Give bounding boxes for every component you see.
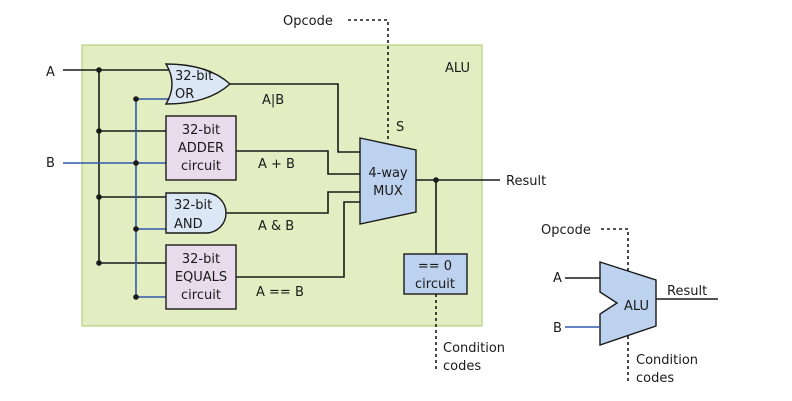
equals-line2: EQUALS <box>175 270 227 285</box>
adder-output-label: A + B <box>258 157 295 172</box>
adder-line2: ADDER <box>178 141 224 156</box>
or-gate-line2: OR <box>175 87 194 102</box>
alu-result-label: Result <box>667 284 707 299</box>
or-gate-line1: 32-bit <box>175 69 213 84</box>
condition-codes-line1: Condition <box>443 341 505 356</box>
condition-codes-line2: codes <box>443 359 481 374</box>
a-input-wire <box>63 69 174 264</box>
and-gate <box>165 192 227 234</box>
b-input-wire <box>63 98 170 298</box>
result-label: Result <box>506 174 546 189</box>
mux-line2: MUX <box>373 184 403 199</box>
mux <box>359 137 417 225</box>
b-junction-dots <box>133 96 139 300</box>
alu-panel-label: ALU <box>445 61 470 76</box>
equals-output-label: A == B <box>256 285 304 300</box>
or-gate <box>164 63 232 105</box>
alu-opcode-dashed-line <box>601 228 629 272</box>
and-output-wire <box>226 191 366 214</box>
adder-line3: circuit <box>181 159 221 174</box>
alu-symbol <box>599 261 657 346</box>
and-gate-line2: AND <box>174 217 203 232</box>
adder-output-wire <box>236 150 366 175</box>
equals-output-wire <box>236 201 366 278</box>
equals-line1: 32-bit <box>182 252 220 267</box>
opcode-dashed-line <box>348 19 389 142</box>
alu-opcode-label: Opcode <box>541 223 591 238</box>
select-label: S <box>396 120 404 135</box>
alu-input-b-label: B <box>553 321 562 336</box>
alu-symbol-label: ALU <box>624 299 649 314</box>
adder-line1: 32-bit <box>182 123 220 138</box>
zero-line2: circuit <box>415 277 455 292</box>
equals-line3: circuit <box>181 288 221 303</box>
zero-line1: == 0 <box>418 259 452 274</box>
a-junction-dots <box>96 67 102 266</box>
alu-condition-codes-line2: codes <box>636 371 674 386</box>
adder-circuit <box>165 115 237 181</box>
input-b-label: B <box>46 156 55 171</box>
result-wire <box>416 179 500 254</box>
alu-input-a-label: A <box>553 271 562 286</box>
mux-line1: 4-way <box>368 166 408 181</box>
result-junction-dot <box>433 177 439 183</box>
and-output-label: A & B <box>258 219 294 234</box>
or-output-label: A|B <box>262 93 284 108</box>
or-output-wire <box>230 83 366 153</box>
opcode-label: Opcode <box>283 14 333 29</box>
and-gate-line1: 32-bit <box>174 198 212 213</box>
alu-condition-codes-line1: Condition <box>636 353 698 368</box>
input-a-label: A <box>46 65 55 80</box>
